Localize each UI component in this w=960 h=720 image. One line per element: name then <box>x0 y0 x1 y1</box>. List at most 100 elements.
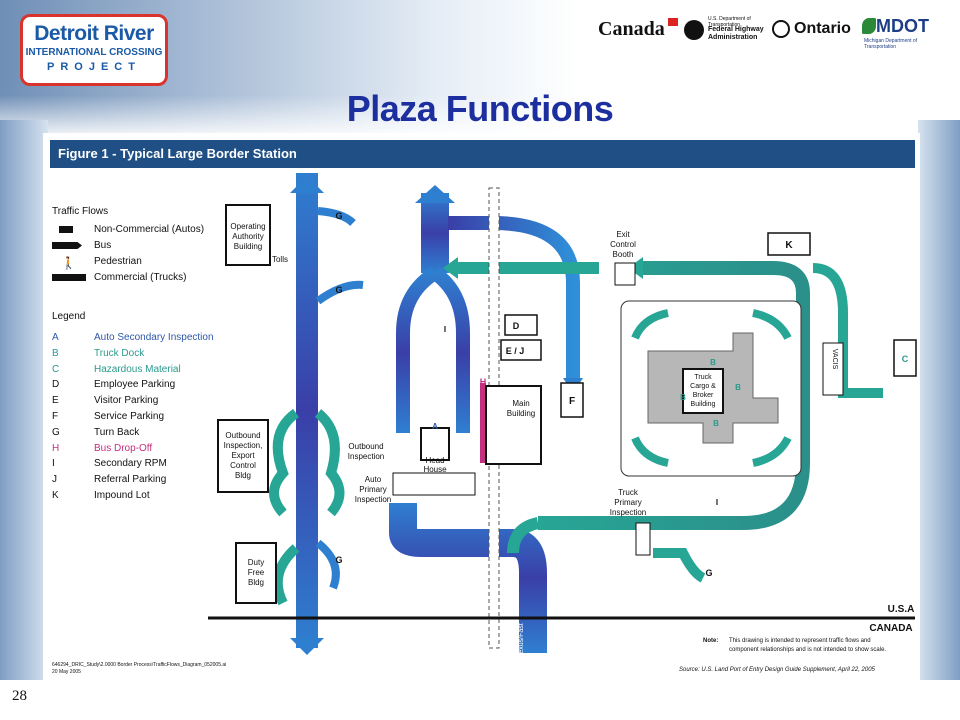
legend-label: Bus Drop-Off <box>94 442 153 454</box>
duty-free-building <box>235 542 277 604</box>
figure-panel: Figure 1 - Typical Large Border Station … <box>43 133 920 680</box>
label-vacis: VACIS <box>831 349 838 370</box>
legend-key: E <box>52 395 59 407</box>
label-main-2: Building <box>507 409 535 418</box>
label-tolls: Tolls <box>272 255 288 264</box>
mdot-leaf-icon <box>862 18 876 34</box>
employee-parking-d <box>504 314 538 336</box>
impound-lot-k <box>767 232 811 256</box>
label-b-1: B <box>710 358 716 367</box>
legend-label: Auto Secondary Inspection <box>94 332 214 343</box>
operating-authority-building <box>225 204 271 266</box>
logo-line-2: INTERNATIONAL CROSSING <box>25 47 163 58</box>
label-b-2: B <box>680 393 686 402</box>
traffic-flow-bus: Bus <box>94 240 112 251</box>
usdot-label: U.S. Department of Transportation <box>708 16 751 28</box>
note-label: Note: <box>703 638 719 644</box>
note-line-2: component relationships and is not inten… <box>729 647 887 653</box>
label-ap-3: Inspection <box>355 495 391 504</box>
label-g-3: G <box>335 555 342 565</box>
traffic-flow-pedestrian: Pedestrian <box>94 256 142 267</box>
label-operating: Operating <box>230 222 265 231</box>
label-h: H <box>480 377 487 387</box>
visitor-parking-ej <box>500 339 542 361</box>
label-exit-3: Booth <box>613 250 634 259</box>
legend-label: Truck Dock <box>94 347 145 359</box>
page-number: 28 <box>12 688 27 704</box>
fhwa-label: Federal Highway Administration <box>708 26 764 41</box>
legend-label: Hazardous Material <box>94 363 181 375</box>
label-k: K <box>785 240 793 251</box>
label-usa: U.S.A <box>888 604 915 615</box>
slide-title: Plaza Functions <box>346 88 614 129</box>
label-building: Building <box>234 242 262 251</box>
outbound-auto-lane <box>269 173 364 655</box>
label-head-1: Head <box>425 456 444 465</box>
label-tp-1: Truck <box>618 488 639 497</box>
truck-inspection-compound <box>620 300 802 477</box>
usdot-seal-icon <box>684 20 704 40</box>
label-main-1: Main <box>512 399 529 408</box>
legend-key: J <box>52 474 57 486</box>
label-b-3: B <box>735 383 741 392</box>
vacis-booth <box>822 342 844 396</box>
label-i-2: I <box>444 325 446 334</box>
label-ob-4: Control <box>230 461 256 470</box>
head-house-building <box>420 427 450 461</box>
label-ob-5: Bldg <box>235 471 251 480</box>
label-obl-2: Inspection <box>348 452 384 461</box>
ontario-trillium-icon <box>772 20 790 38</box>
label-ob-3: Export <box>231 451 255 460</box>
label-a: A <box>432 422 438 431</box>
legend-key: C <box>52 363 60 375</box>
truck-primary-booth <box>635 522 651 556</box>
legend-heading: Legend <box>52 311 86 322</box>
auto-swatch-icon <box>59 226 73 233</box>
truck-swatch-icon <box>52 274 86 281</box>
canada-flag-icon <box>668 18 678 26</box>
right-backdrop <box>918 120 960 680</box>
legend-label: Turn Back <box>94 426 140 438</box>
label-tc-1: Truck <box>694 374 712 381</box>
label-ap-2: Primary <box>359 485 387 494</box>
label-tc-4: Building <box>691 401 716 408</box>
traffic-flows-heading: Traffic Flows <box>52 206 109 217</box>
legend-key: H <box>52 442 60 454</box>
traffic-flow-autos: Non-Commercial (Autos) <box>94 224 205 235</box>
label-c: C <box>902 354 909 364</box>
legend-label: Employee Parking <box>94 379 176 391</box>
hazmat-c <box>893 339 917 377</box>
label-ej: E / J <box>506 346 525 356</box>
legend-key: A <box>52 332 59 343</box>
legend-label: Referral Parking <box>94 474 167 486</box>
label-g-4: G <box>705 568 712 578</box>
figure-title: Figure 1 - Typical Large Border Station <box>50 140 915 168</box>
legend-key: B <box>52 347 59 359</box>
label-nexus: Nexus/Fast <box>518 623 525 658</box>
label-obl-1: Outbound <box>348 442 383 451</box>
header-fade <box>0 95 960 140</box>
label-b-4: B <box>713 419 719 428</box>
legend-key: F <box>52 411 59 422</box>
legend-label: Secondary RPM <box>94 458 167 470</box>
legend-key: G <box>52 426 60 438</box>
label-g-1: G <box>335 211 342 221</box>
pedestrian-icon: 🚶 <box>61 256 76 270</box>
label-exit-2: Control <box>610 240 636 249</box>
canada-wordmark: Canada <box>598 18 665 40</box>
label-g-2: G <box>335 285 342 295</box>
label-tc-2: Cargo & <box>690 383 716 390</box>
traffic-flow-trucks: Commercial (Trucks) <box>94 272 187 283</box>
figure-source: Source: U.S. Land Port of Entry Design G… <box>679 667 875 673</box>
exit-control-booth <box>614 262 636 286</box>
note-line-1: This drawing is intended to represent tr… <box>729 638 871 644</box>
legend-key: I <box>52 458 55 470</box>
label-f: F <box>569 396 575 407</box>
border-station-diagram: Operating Authority Building Tolls Exit … <box>208 173 917 659</box>
service-parking-f <box>560 382 584 418</box>
label-ob-1: Outbound <box>225 431 260 440</box>
ontario-wordmark: Ontario <box>794 20 851 37</box>
mdot-wordmark: MDOT <box>876 16 929 36</box>
label-canada: CANADA <box>869 623 912 634</box>
file-ref-1: 646294_DRIC_Study\2.0000 Border Process\… <box>52 662 227 668</box>
